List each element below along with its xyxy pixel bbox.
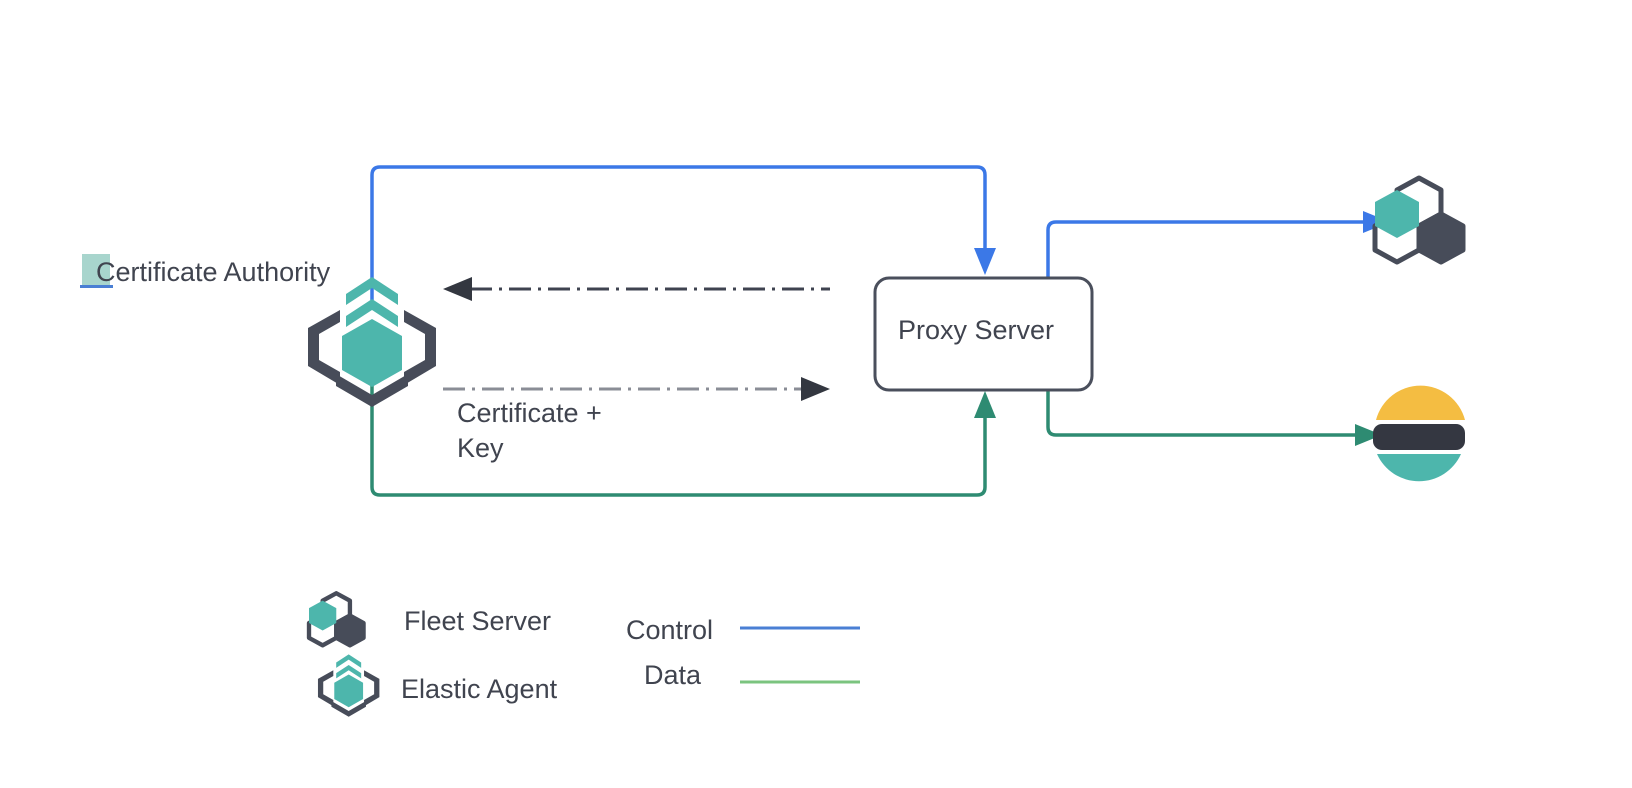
legend-item-label-elastic-agent: Elastic Agent (401, 674, 558, 704)
fleet-server-icon (1372, 175, 1466, 265)
arrowhead-right-proxy-dashed (801, 377, 830, 401)
certificate-authority-underline (80, 285, 113, 288)
certificate-authority-label: Certificate Authority (96, 257, 331, 287)
legend-item-label-fleet-server: Fleet Server (404, 606, 552, 636)
legend-line-label-control: Control (626, 615, 714, 645)
elasticsearch-icon (1373, 385, 1465, 482)
certificate-authority-highlight (82, 254, 110, 288)
edge-proxy-to-ca-dashed (443, 277, 830, 301)
arrowhead-right-elasticsearch (1355, 424, 1382, 446)
edge-agent-to-proxy-control (370, 165, 996, 300)
arrowhead-up-proxy (974, 391, 996, 418)
arrowhead-left-ca (443, 277, 472, 301)
legend-fleet-server-icon (306, 591, 366, 648)
certificate-key-label: Certificate + Key (457, 398, 602, 463)
arrowhead-down-proxy (974, 248, 996, 275)
edge-proxy-to-fleet-control (1046, 211, 1390, 278)
elastic-agent-icon (308, 277, 436, 407)
edge-ca-to-proxy-dashed (443, 377, 830, 401)
edge-agent-to-proxy-data (370, 380, 996, 497)
legend-line-label-data: Data (644, 660, 702, 690)
proxy-server-label: Proxy Server (898, 315, 1055, 345)
edge-proxy-to-elasticsearch-data (1046, 390, 1382, 446)
legend-elastic-agent-icon (317, 654, 380, 717)
proxy-server-box[interactable] (873, 276, 1094, 392)
